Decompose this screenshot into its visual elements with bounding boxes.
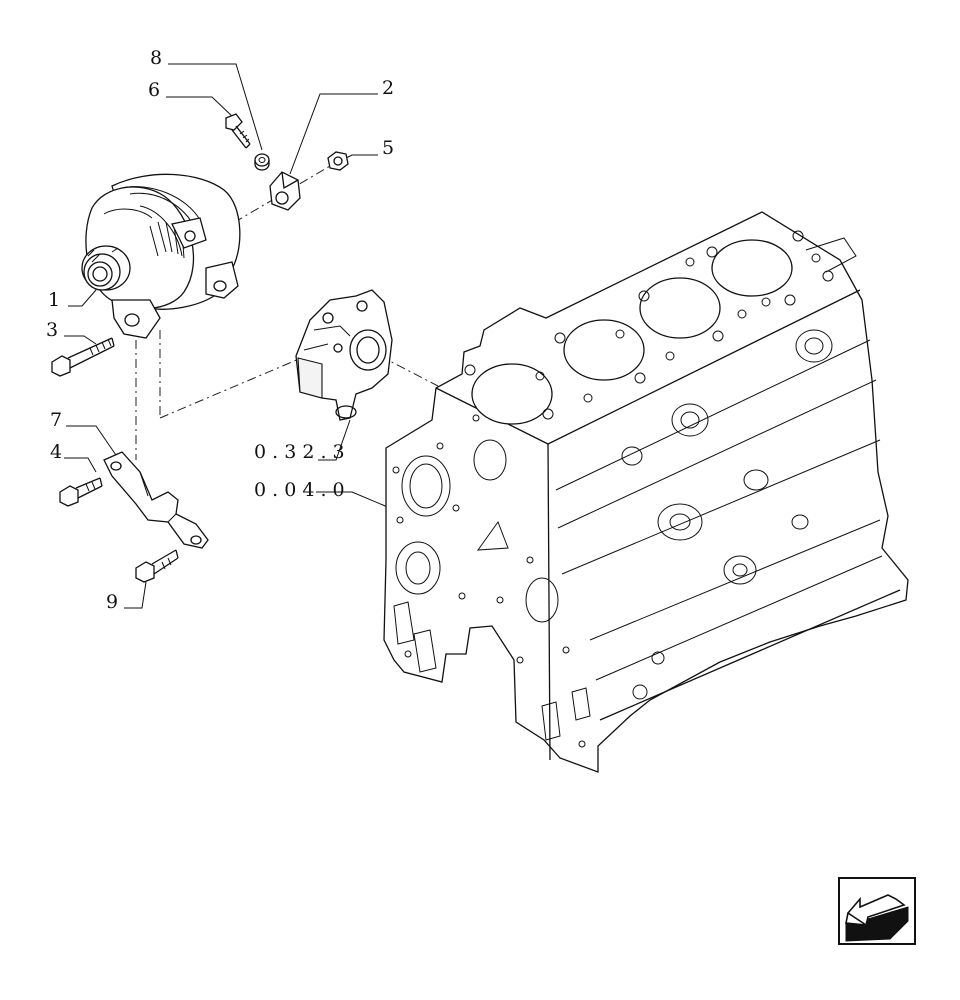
part-6-bolt [225,113,251,149]
part-1-alternator [81,173,241,339]
part-2-bracket [269,171,301,211]
callout-8: 8 [150,47,162,69]
callout-6: 6 [148,79,160,101]
next-page-arrow-icon[interactable] [838,877,916,945]
part-4-bolt [59,477,103,507]
callout-3: 3 [46,319,58,341]
callout-7: 7 [50,409,62,431]
callout-9: 9 [106,591,118,613]
callout-labels: 8 6 2 5 1 3 7 4 9 0 . 3 2 . 3 0 . 0 4 . … [46,47,394,613]
reference-0-32-3: 0 . 3 2 . 3 [254,441,345,463]
part-8-washer [254,153,270,171]
part-3-bolt [51,337,115,377]
callout-4: 4 [50,441,62,463]
part-7-bracket [103,451,209,549]
reference-0-04-0: 0 . 0 4 . 0 [254,479,345,501]
leader-lines [64,63,391,609]
engine-block [383,211,909,773]
part-9-bolt [135,549,179,583]
callout-2: 2 [382,77,394,99]
callout-5: 5 [382,137,394,159]
part-5-nut [327,151,349,171]
water-pump-housing [295,289,393,421]
callout-1: 1 [48,289,60,311]
